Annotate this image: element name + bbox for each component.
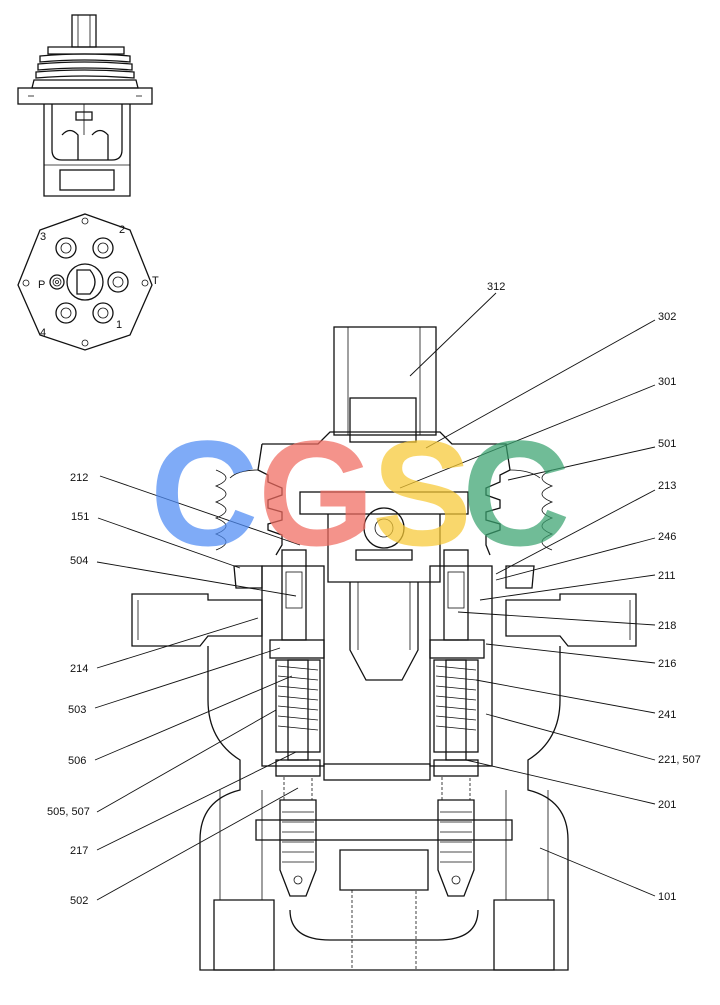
watermark-letter-2: G — [258, 409, 375, 577]
port-plate-view: 3 2 P T 4 1 — [17, 213, 159, 351]
callout-201: 201 — [658, 799, 676, 811]
watermark-letter-4: C — [462, 409, 570, 577]
callout-506: 506 — [68, 755, 86, 767]
callout-246: 246 — [658, 531, 676, 543]
callout-101: 101 — [658, 891, 676, 903]
watermark-letter-3: S — [372, 409, 472, 577]
callout-218: 218 — [658, 620, 676, 632]
port-label-3: 3 — [40, 231, 46, 243]
port-label-1: 1 — [116, 319, 122, 331]
callout-221-507: 221, 507 — [658, 754, 701, 766]
callout-211: 211 — [658, 570, 676, 582]
leader-lines — [94, 292, 656, 901]
watermark-logo: C G S C — [150, 409, 570, 577]
callout-504: 504 — [70, 555, 88, 567]
port-label-t: T — [152, 275, 159, 287]
callout-labels: 312 302 301 501 212 213 151 246 504 211 … — [47, 281, 701, 907]
callout-501: 501 — [658, 438, 676, 450]
callout-217: 217 — [70, 845, 88, 857]
callout-212: 212 — [70, 472, 88, 484]
watermark-letter-1: C — [150, 409, 258, 577]
side-view-drawing — [17, 14, 153, 197]
callout-302: 302 — [658, 311, 676, 323]
callout-213: 213 — [658, 480, 676, 492]
callout-214: 214 — [70, 663, 88, 675]
callout-151: 151 — [71, 511, 89, 523]
port-label-4: 4 — [40, 327, 46, 339]
callout-505-507: 505, 507 — [47, 806, 90, 818]
port-label-2: 2 — [119, 224, 125, 236]
callout-216: 216 — [658, 658, 676, 670]
callout-502: 502 — [70, 895, 88, 907]
callout-503: 503 — [68, 704, 86, 716]
callout-241: 241 — [658, 709, 676, 721]
callout-312: 312 — [487, 281, 505, 293]
callout-301: 301 — [658, 376, 676, 388]
cross-section-drawing — [131, 326, 637, 971]
port-label-p: P — [38, 279, 45, 291]
